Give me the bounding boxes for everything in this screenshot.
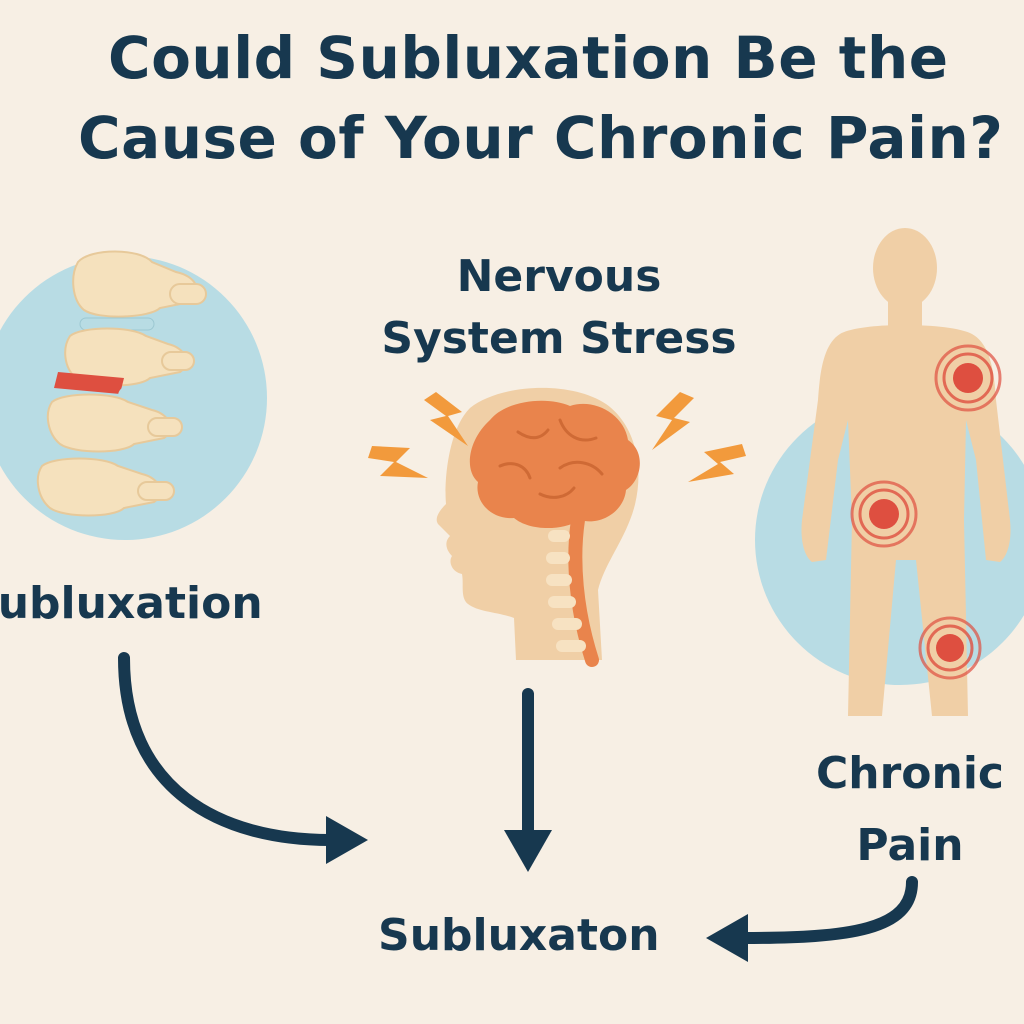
- arrowheads: [326, 816, 748, 962]
- label-nervous-line-2: System Stress: [381, 313, 737, 364]
- body-pain-icon: [755, 228, 1024, 716]
- page-title-line-1: Could Subluxation Be the: [108, 24, 949, 92]
- label-subluxation-left: Subluxation: [0, 578, 263, 629]
- label-nervous-system-stress: Nervous System Stress: [360, 246, 758, 370]
- label-chronic-line-2: Pain: [856, 820, 964, 871]
- lightning-icon: [368, 392, 746, 482]
- arrow-icon: [118, 652, 918, 944]
- label-subluxation-bottom: Subluxaton: [378, 910, 660, 961]
- label-chronic-line-1: Chronic: [815, 748, 1005, 799]
- page-title-line-2: Cause of Your Chronic Pain?: [78, 104, 1004, 172]
- label-chronic-pain: Chronic Pain: [790, 738, 1024, 882]
- head-brain-icon: [436, 387, 640, 667]
- spine-icon: [0, 250, 267, 540]
- label-nervous-line-1: Nervous: [456, 251, 662, 302]
